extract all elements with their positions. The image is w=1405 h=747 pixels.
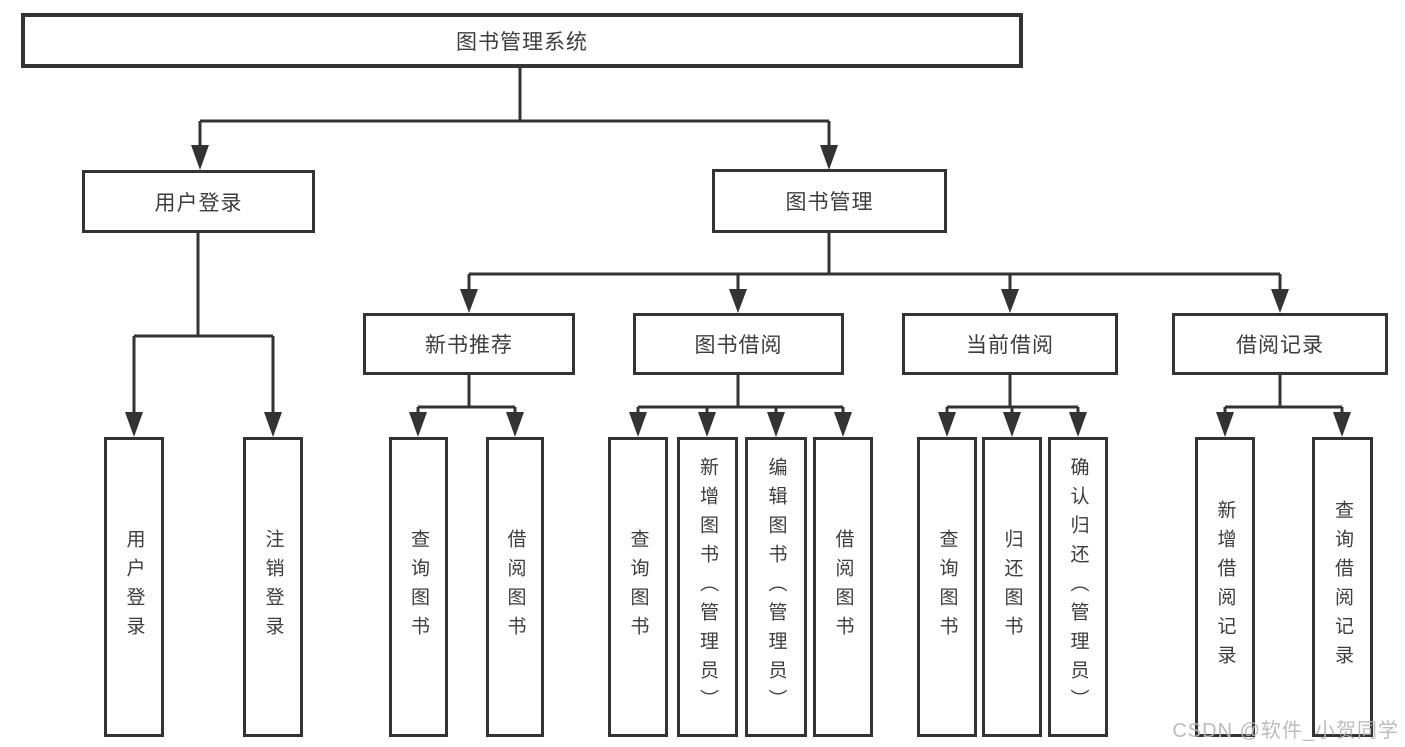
leaf-add-books-admin-label: 新增图书（管理员） xyxy=(697,456,718,718)
arrow-down-icon xyxy=(1069,412,1087,437)
node-book-borrow-label: 图书借阅 xyxy=(694,334,783,357)
arrow-down-icon xyxy=(460,289,478,313)
leaf-confirm-return-admin: 确认归还（管理员） xyxy=(1048,437,1108,737)
connector-records-to-children xyxy=(1216,375,1351,437)
node-library-system-label: 图书管理系统 xyxy=(456,30,588,54)
leaf-borrow-books-label: 借阅图书 xyxy=(832,529,854,645)
node-book-management-label: 图书管理 xyxy=(785,191,874,214)
arrow-down-icon xyxy=(191,145,209,170)
leaf-add-books-admin: 新增图书（管理员） xyxy=(677,437,738,737)
arrow-down-icon xyxy=(767,412,785,437)
leaf-return-books-label: 归还图书 xyxy=(1001,529,1023,645)
csdn-watermark: CSDN @软件_小贺同学 xyxy=(1172,720,1399,742)
node-user-login-label: 用户登录 xyxy=(154,191,243,215)
leaf-borrow-books-recommend-label: 借阅图书 xyxy=(504,529,526,645)
leaf-confirm-return-admin-label: 确认归还（管理员） xyxy=(1067,456,1089,718)
node-user-login: 用户登录 xyxy=(82,170,315,233)
arrow-down-icon xyxy=(1216,412,1234,437)
connector-root-to-level2 xyxy=(191,66,838,170)
leaf-logout-label: 注销登录 xyxy=(262,529,284,645)
connector-user-login-to-children xyxy=(125,232,282,437)
node-borrow-records: 借阅记录 xyxy=(1172,313,1388,375)
connector-new-books-to-children xyxy=(409,375,524,437)
connector-current-to-children xyxy=(938,375,1087,437)
arrow-down-icon xyxy=(834,412,852,437)
arrow-down-icon xyxy=(1003,412,1021,437)
node-borrow-records-label: 借阅记录 xyxy=(1236,334,1324,357)
arrow-down-icon xyxy=(264,412,282,437)
node-book-borrow: 图书借阅 xyxy=(633,313,844,375)
arrow-down-icon xyxy=(1001,289,1019,313)
arrow-down-icon xyxy=(506,412,524,437)
leaf-user-login: 用户登录 xyxy=(104,437,164,737)
connector-borrow-to-children xyxy=(629,375,852,437)
leaf-borrow-books-recommend: 借阅图书 xyxy=(486,437,544,737)
leaf-edit-books-admin-label: 编辑图书（管理员） xyxy=(765,456,787,718)
arrow-down-icon xyxy=(629,412,647,437)
leaf-query-books-recommend: 查询图书 xyxy=(389,437,448,737)
node-book-management: 图书管理 xyxy=(712,169,947,233)
leaf-query-books-borrow: 查询图书 xyxy=(608,437,668,737)
leaf-user-login-label: 用户登录 xyxy=(123,529,145,645)
node-current-borrow-label: 当前借阅 xyxy=(966,334,1054,357)
arrow-down-icon xyxy=(729,289,747,313)
arrow-down-icon xyxy=(698,412,716,437)
leaf-query-books-current-label: 查询图书 xyxy=(936,529,958,645)
node-new-book-recommend: 新书推荐 xyxy=(363,313,575,375)
leaf-add-borrow-record: 新增借阅记录 xyxy=(1195,437,1255,737)
node-current-borrow: 当前借阅 xyxy=(902,313,1118,375)
arrow-down-icon xyxy=(820,145,838,170)
arrow-down-icon xyxy=(125,412,143,437)
leaf-query-books-current: 查询图书 xyxy=(917,437,977,737)
arrow-down-icon xyxy=(1333,412,1351,437)
node-library-system: 图书管理系统 xyxy=(21,13,1023,68)
node-new-book-recommend-label: 新书推荐 xyxy=(425,334,513,357)
leaf-edit-books-admin: 编辑图书（管理员） xyxy=(745,437,807,737)
connector-book-mgmt-to-level3 xyxy=(460,233,1289,313)
leaf-query-books-recommend-label: 查询图书 xyxy=(408,529,429,645)
arrow-down-icon xyxy=(409,412,427,437)
leaf-logout: 注销登录 xyxy=(243,437,303,737)
leaf-query-books-borrow-label: 查询图书 xyxy=(627,529,649,645)
leaf-return-books: 归还图书 xyxy=(982,437,1042,737)
leaf-add-borrow-record-label: 新增借阅记录 xyxy=(1214,500,1236,674)
arrow-down-icon xyxy=(1271,289,1289,313)
leaf-query-borrow-record-label: 查询借阅记录 xyxy=(1332,500,1353,674)
leaf-query-borrow-record: 查询借阅记录 xyxy=(1312,437,1373,737)
arrow-down-icon xyxy=(938,412,956,437)
leaf-borrow-books: 借阅图书 xyxy=(813,437,873,737)
